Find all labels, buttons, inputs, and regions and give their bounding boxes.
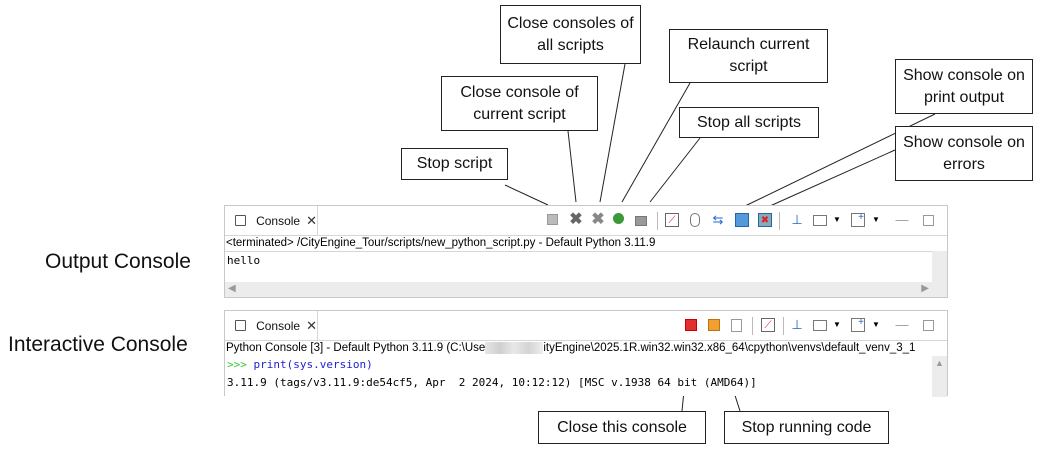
close-tab-icon[interactable]: ✕ <box>306 317 317 333</box>
maximize-icon[interactable] <box>923 215 934 226</box>
vertical-scrollbar[interactable]: ▲ <box>932 356 947 397</box>
stop-script-icon[interactable] <box>547 214 558 225</box>
callout-relaunch: Relaunch current script <box>669 29 828 83</box>
console-tab[interactable]: Console ✕ <box>225 206 318 235</box>
horizontal-scrollbar[interactable]: ◀ ▶ <box>225 282 947 297</box>
display-console-icon[interactable] <box>813 215 827 226</box>
separator <box>752 317 753 335</box>
callout-stop-running: Stop running code <box>724 411 889 444</box>
console-tab[interactable]: Console ✕ <box>225 311 318 340</box>
callout-stop-all: Stop all scripts <box>679 107 819 138</box>
minimize-icon[interactable]: — <box>895 317 909 332</box>
close-console-icon[interactable]: ✖ <box>569 211 583 228</box>
separator <box>783 317 784 335</box>
chevron-down-icon[interactable]: ▼ <box>872 215 880 224</box>
console-input-line[interactable]: >>> print(sys.version) <box>225 356 947 374</box>
callout-close-all: Close consoles of all scripts <box>500 5 641 64</box>
clear-console-icon[interactable]: ⟋ <box>761 318 775 332</box>
console-status: Python Console [3] - Default Python 3.11… <box>225 341 947 356</box>
output-console-panel: Console ✕ ✖ ✖ ⟋ ⇆ ✖ ⊥ ▼ + ▼ — <terminated… <box>224 205 948 298</box>
interactive-console-label: Interactive Console <box>8 333 188 356</box>
status-left: Python Console [3] - Default Python 3.11… <box>226 342 486 354</box>
callout-close-current: Close console of current script <box>441 76 598 131</box>
word-wrap-icon[interactable]: ⇆ <box>712 212 724 227</box>
tab-label: Console <box>256 213 301 228</box>
vertical-scrollbar[interactable] <box>932 251 947 283</box>
console-icon <box>235 320 247 331</box>
pin-icon[interactable]: ⊥ <box>791 212 803 227</box>
close-tab-icon[interactable]: ✕ <box>306 212 317 228</box>
open-console-icon[interactable]: + <box>851 318 865 332</box>
pin-icon[interactable]: ⊥ <box>791 317 803 332</box>
callout-show-print: Show console on print output <box>895 59 1033 114</box>
stop-running-code-icon[interactable] <box>708 319 720 331</box>
relaunch-icon[interactable] <box>613 213 624 224</box>
close-this-console-icon[interactable] <box>685 319 697 331</box>
output-console-label: Output Console <box>45 250 191 273</box>
callout-stop-script: Stop script <box>401 148 508 180</box>
chevron-down-icon[interactable]: ▼ <box>833 320 841 329</box>
show-on-error-icon[interactable]: ✖ <box>758 213 772 227</box>
separator <box>657 212 658 230</box>
callout-show-errors: Show console on errors <box>895 126 1033 181</box>
scroll-up-icon[interactable]: ▲ <box>935 358 944 368</box>
separator <box>779 212 780 230</box>
callout-close-this: Close this console <box>538 411 706 444</box>
console-icon <box>235 215 247 226</box>
stop-all-icon[interactable] <box>635 216 647 226</box>
scroll-right-icon[interactable]: ▶ <box>921 283 929 294</box>
maximize-icon[interactable] <box>923 320 934 331</box>
save-icon[interactable] <box>731 319 742 332</box>
chevron-down-icon[interactable]: ▼ <box>833 215 841 224</box>
close-all-consoles-icon[interactable]: ✖ <box>591 211 605 228</box>
redacted-region <box>485 341 544 354</box>
open-console-icon[interactable]: + <box>851 213 865 227</box>
chevron-down-icon[interactable]: ▼ <box>872 320 880 329</box>
display-console-icon[interactable] <box>813 320 827 331</box>
tab-label: Console <box>256 318 301 333</box>
minimize-icon[interactable]: — <box>895 212 909 227</box>
prompt: >>> <box>227 358 254 371</box>
clear-console-icon[interactable]: ⟋ <box>665 213 679 227</box>
interactive-console-panel: Console ✕ ⟋ ⊥ ▼ + ▼ — Python Console [3] … <box>224 310 948 397</box>
status-right: ityEngine\2025.1R.win32.win32.x86_64\cpy… <box>543 342 916 354</box>
console-status: <terminated> /CityEngine_Tour/scripts/ne… <box>225 236 947 252</box>
scroll-lock-icon[interactable] <box>690 213 700 227</box>
console-output: hello <box>227 254 261 267</box>
command: print(sys.version) <box>253 358 373 371</box>
console-result: 3.11.9 (tags/v3.11.9:de54cf5, Apr 2 2024… <box>227 376 757 389</box>
scroll-left-icon[interactable]: ◀ <box>228 283 236 294</box>
show-on-output-icon[interactable] <box>735 213 749 227</box>
